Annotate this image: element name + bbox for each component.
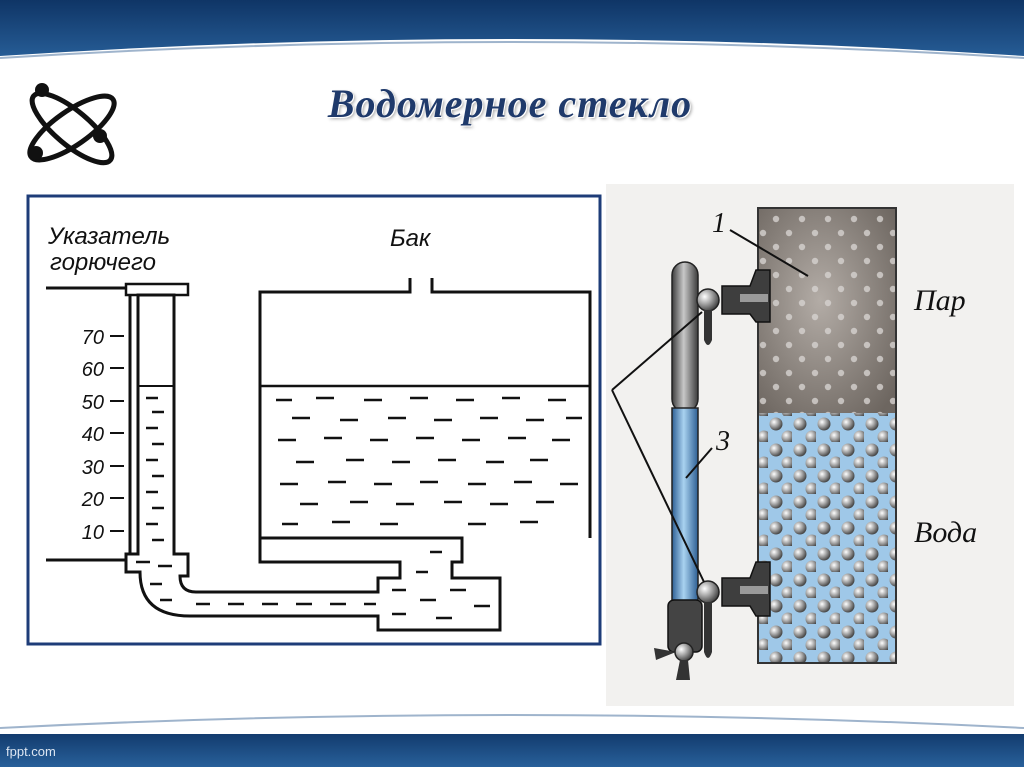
bottom-banner xyxy=(0,714,1024,767)
gauge-scale-board: 70 60 50 40 30 20 10 xyxy=(46,286,132,562)
scale-30: 30 xyxy=(82,457,104,479)
scale-50: 50 xyxy=(82,392,104,414)
scale-60: 60 xyxy=(82,359,104,381)
water-label: Вода xyxy=(914,516,977,549)
scale-40: 40 xyxy=(82,424,104,446)
gauge-glass-tube xyxy=(667,261,703,653)
water-gauge-diagram: 1 3 Пар Вода xyxy=(606,184,1014,706)
callout-3: 3 xyxy=(715,426,730,457)
scale-20: 20 xyxy=(81,489,104,511)
atom-icon xyxy=(27,83,117,166)
slide-title: Водомерное стекло xyxy=(327,81,693,126)
scale-70: 70 xyxy=(82,327,104,349)
upper-valve xyxy=(696,269,771,345)
tank-label: Бак xyxy=(390,225,432,252)
footer-text: fppt.com xyxy=(6,744,56,759)
boiler-vessel xyxy=(757,207,897,664)
leader-lines xyxy=(611,229,809,583)
steam-label: Пар xyxy=(913,284,966,317)
tank xyxy=(258,278,592,538)
callout-1: 1 xyxy=(712,208,726,239)
indicator-label-line2: горючего xyxy=(50,249,156,276)
lower-valve xyxy=(696,561,771,658)
scale-10: 10 xyxy=(82,522,104,544)
indicator-label-line1: Указатель xyxy=(47,223,170,250)
top-banner xyxy=(0,0,1024,62)
drain-cock xyxy=(654,642,694,680)
indicator-tube xyxy=(124,282,502,632)
fuel-gauge-diagram: 70 60 50 40 30 20 10 xyxy=(26,194,602,646)
